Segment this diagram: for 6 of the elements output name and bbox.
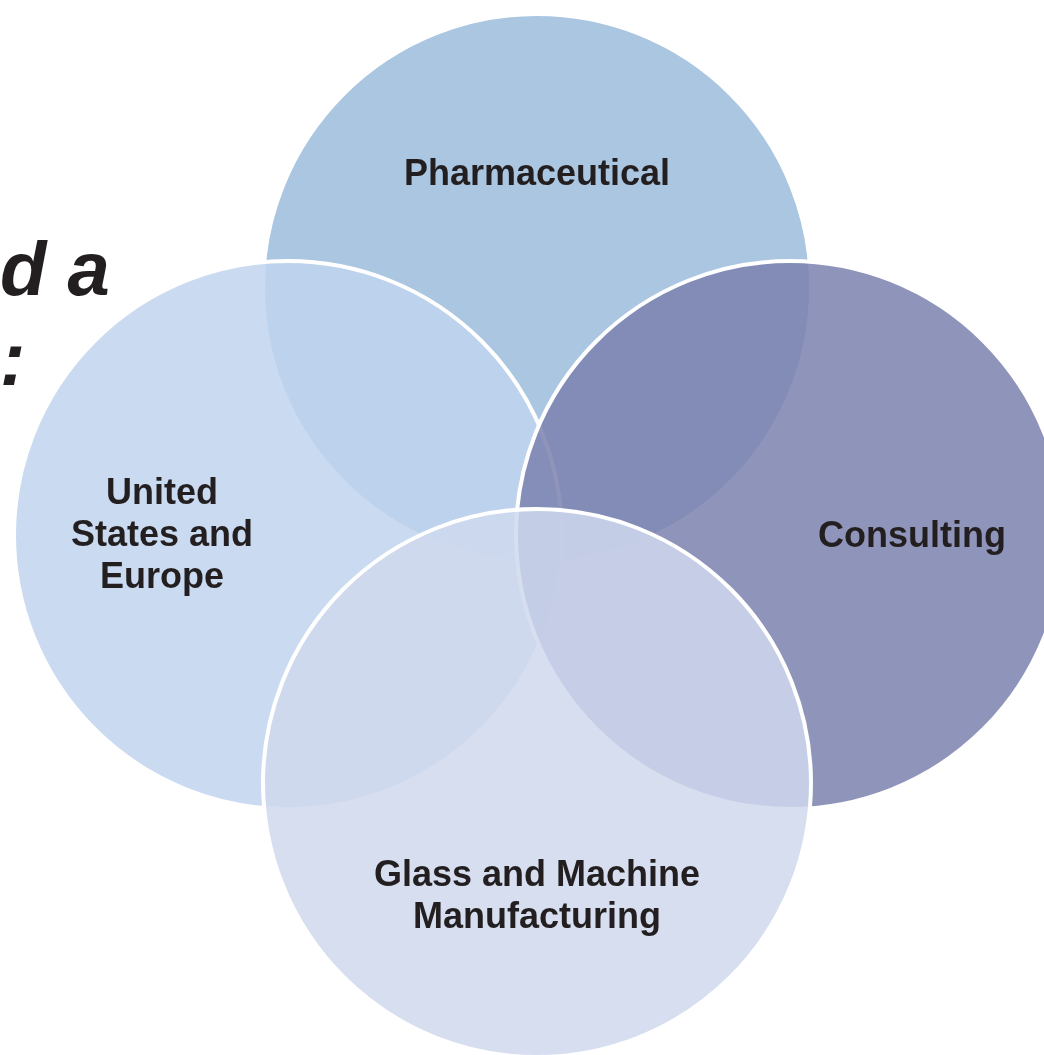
title-fragment: d a bbox=[0, 225, 110, 312]
title-fragment: : bbox=[0, 315, 26, 402]
circle-label: Consulting bbox=[792, 514, 1032, 556]
circle-label: United States and Europe bbox=[52, 471, 272, 597]
circle-label: Glass and Machine Manufacturing bbox=[322, 853, 752, 937]
circle-label: Pharmaceutical bbox=[337, 152, 737, 194]
